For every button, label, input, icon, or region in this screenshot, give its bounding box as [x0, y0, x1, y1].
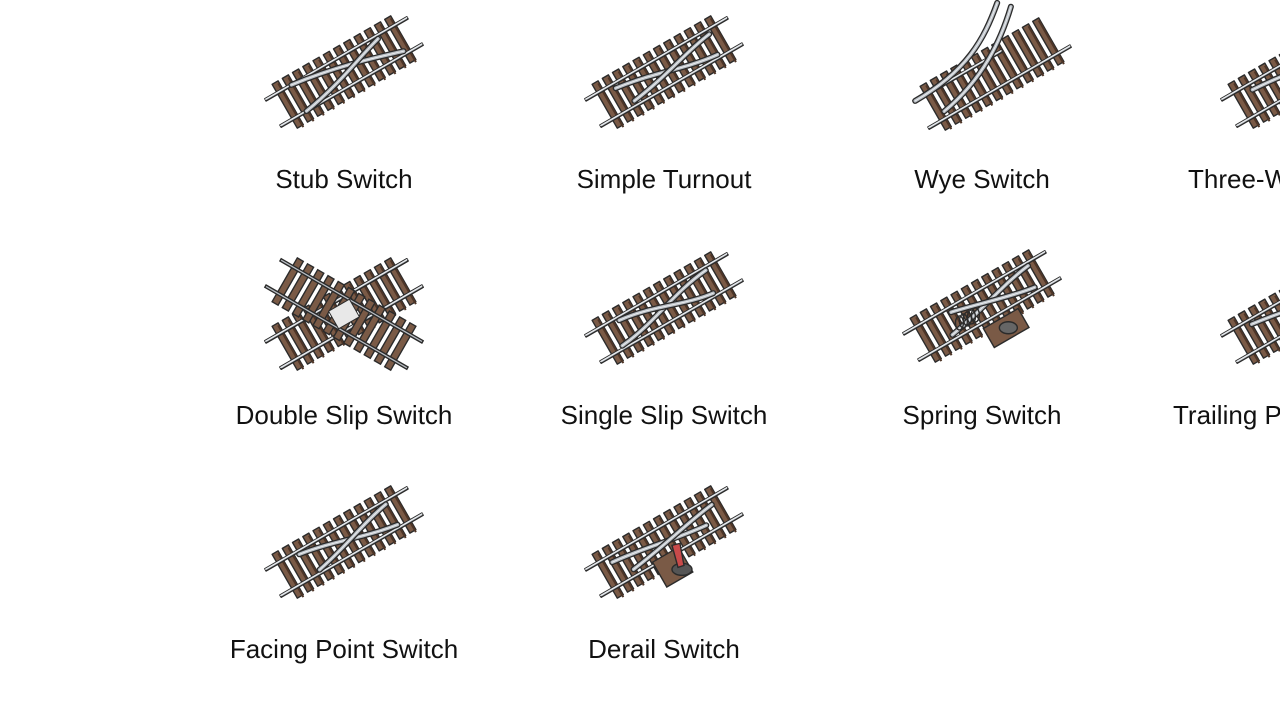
rails	[264, 16, 424, 129]
tie-shade	[1017, 31, 1045, 77]
crossing-rails	[263, 257, 425, 371]
spring-housing	[998, 321, 1019, 335]
double-slip-switch-label: Double Slip Switch	[235, 400, 453, 430]
trailing-point-switch-card: Trailing P	[1140, 236, 1280, 472]
three-way-switch-illustration	[1220, 53, 1280, 129]
tie-shade	[1037, 19, 1065, 65]
tie-shade	[1007, 37, 1035, 83]
rail-left-highlight	[1220, 300, 1280, 336]
single-slip-switch-label: Single Slip Switch	[560, 400, 768, 430]
rail-left-highlight	[584, 16, 728, 100]
three-way-switch-card: Three-W	[1140, 0, 1280, 236]
rail-left-highlight	[902, 250, 1046, 334]
stub-inner-rail-highlight	[306, 38, 379, 112]
turnout-curve-b-highlight	[633, 33, 710, 102]
derail-switch-illustration	[584, 485, 744, 599]
derail-lever	[671, 542, 685, 569]
spring-coil	[966, 309, 977, 325]
rail-right-highlight	[1235, 335, 1280, 363]
rails	[584, 252, 744, 365]
wye-switch-illustration	[912, 0, 1072, 131]
rail-left-highlight	[264, 486, 408, 570]
facing-point-switch-label: Facing Point Switch	[229, 634, 459, 664]
derail-switch-card: Derail Switch	[504, 470, 824, 706]
track-bed	[919, 17, 1065, 131]
wye-switch-card: Wye Switch	[822, 0, 1142, 236]
facing-point-switch-illustration	[264, 485, 424, 599]
rails	[1220, 63, 1280, 129]
facing-point-switch-card: Facing Point Switch	[184, 470, 504, 706]
derail-curve-b-highlight	[633, 504, 713, 570]
wye-branch-outer-highlight	[914, 2, 998, 102]
wye-switch-label: Wye Switch	[914, 164, 1050, 194]
rail-right-highlight	[917, 277, 1061, 361]
crossing-rail-1	[263, 284, 410, 371]
rail-right-highlight	[1235, 99, 1280, 127]
stub-switch-illustration	[264, 15, 424, 129]
spring-coil	[970, 307, 981, 323]
spring-switch-card: Spring Switch	[822, 236, 1142, 472]
simple-turnout-card: Simple Turnout	[504, 0, 824, 236]
rail-left-highlight	[584, 486, 728, 570]
spring-curve-b-highlight	[950, 286, 1036, 313]
rails	[1220, 299, 1280, 365]
three-way-switch-label: Three-W	[1188, 164, 1280, 194]
spring-switch-illustration	[902, 249, 1062, 363]
wye-branch-inner-highlight	[943, 6, 1012, 112]
rail-left-highlight	[1220, 64, 1280, 100]
single-slip-switch-illustration	[584, 251, 744, 365]
derail-curve-a-highlight	[611, 524, 707, 563]
slip-curve-b-highlight	[618, 292, 714, 321]
rails	[584, 16, 744, 129]
derail-switch-label: Derail Switch	[588, 634, 740, 664]
tie-shade	[1027, 25, 1055, 71]
simple-turnout-illustration	[584, 15, 744, 129]
rails	[264, 258, 424, 371]
trailing-point-switch-illustration	[1220, 289, 1280, 365]
single-slip-switch-card: Single Slip Switch	[504, 236, 824, 472]
trailing-point-switch-label: Trailing P	[1173, 400, 1280, 430]
crossing-center-plate	[327, 298, 361, 330]
trailing-curve-highlight	[1251, 312, 1280, 325]
spring-switch-label: Spring Switch	[902, 400, 1062, 430]
facing-curve-b-highlight	[319, 503, 387, 571]
stub-switch-label: Stub Switch	[275, 164, 413, 194]
threeway-curve-a-highlight	[1252, 76, 1280, 91]
stub-switch-card: Stub Switch	[184, 0, 504, 236]
rail-left-highlight	[584, 252, 728, 336]
crossing-rail-0	[278, 257, 425, 344]
rails	[902, 249, 1062, 363]
rail-right-top-highlight	[279, 285, 423, 369]
double-slip-switch-card: Double Slip Switch	[184, 236, 504, 472]
rails	[264, 486, 424, 599]
rails	[912, 0, 1072, 131]
simple-turnout-label: Simple Turnout	[576, 164, 752, 194]
double-slip-switch-illustration	[263, 256, 425, 372]
rail-right-highlight	[927, 45, 1071, 129]
